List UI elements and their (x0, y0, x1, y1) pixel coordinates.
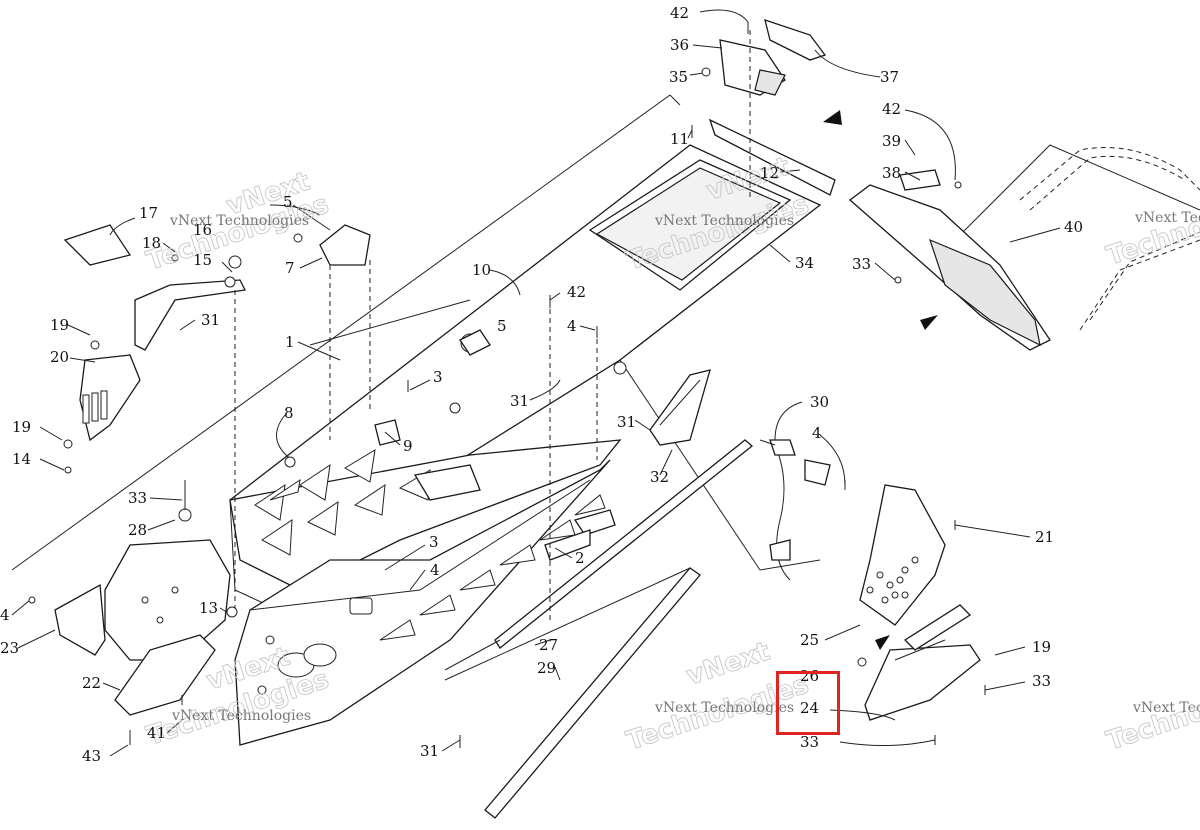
part-label-38: 38 (882, 164, 901, 182)
tether-cable-30 (769, 439, 831, 581)
part-label-15: 15 (193, 251, 212, 269)
tunnel (228, 144, 822, 621)
watermark-company: vNext Technologies (1134, 210, 1200, 226)
misc-small-parts (374, 329, 616, 561)
part-label-33: 33 (852, 255, 871, 273)
watermark-company: vNext Technologies (654, 213, 794, 229)
part-label-39: 39 (882, 132, 901, 150)
part-label-4: 4 (430, 561, 440, 579)
part-label-7: 7 (285, 259, 295, 277)
part-label-25: 25 (800, 631, 819, 649)
part-label-20: 20 (50, 348, 69, 366)
leader-lines (11, 9, 1061, 757)
part-label-14: 14 (12, 450, 31, 468)
part-label-1: 1 (285, 333, 295, 351)
part-label-33: 33 (800, 733, 819, 751)
rails (444, 439, 754, 819)
part-label-42: 42 (567, 283, 586, 301)
alignment-lines (184, 30, 776, 620)
part-label-35: 35 (669, 68, 688, 86)
part-label-13: 13 (199, 599, 218, 617)
part-number-labels: 42 36 35 37 42 11 39 12 38 40 34 33 10 4… (0, 4, 1083, 765)
part-label-34: 34 (795, 254, 814, 272)
part-label-32: 32 (650, 468, 669, 486)
watermark-technologies: Technologies (1103, 185, 1200, 272)
top-bracket (719, 19, 827, 96)
part-label-4: 4 (567, 317, 577, 335)
right-side-panel (859, 484, 981, 721)
part-label-19: 19 (12, 418, 31, 436)
part-label-2: 2 (575, 549, 585, 567)
part-label-31: 31 (201, 311, 220, 329)
part-label-16: 16 (193, 221, 212, 239)
watermark-technologies: Technologies (1103, 670, 1200, 757)
part-label-24-highlighted: 24 (800, 699, 819, 717)
part-label-33: 33 (1032, 672, 1051, 690)
highlight-box (776, 671, 840, 735)
rear-bumper-outline (959, 144, 1200, 331)
part-label-27: 27 (539, 636, 558, 654)
tunnel-side-frame (229, 439, 622, 591)
part-label-5: 5 (497, 317, 507, 335)
part-label-37: 37 (880, 68, 899, 86)
part-label-18: 18 (142, 234, 161, 252)
part-label-9: 9 (403, 437, 413, 455)
part-label-29: 29 (537, 659, 556, 677)
part-label-40: 40 (1064, 218, 1083, 236)
watermark-company: vNext Technologies (171, 708, 311, 724)
part-label-42: 42 (670, 4, 689, 22)
part-label-30: 30 (810, 393, 829, 411)
part-label-33: 33 (128, 489, 147, 507)
part-label-10: 10 (472, 261, 491, 279)
part-label-3: 3 (433, 368, 443, 386)
part-label-42: 42 (882, 100, 901, 118)
part-label-36: 36 (670, 36, 689, 54)
front-bulkhead (54, 508, 231, 716)
top-rail-12 (708, 118, 836, 196)
rear-flap-assembly (848, 169, 1051, 351)
left-running-board (234, 459, 611, 746)
part-label-19: 19 (1032, 638, 1051, 656)
bracket-32 (649, 369, 711, 446)
part-label-3: 3 (429, 533, 439, 551)
part-label-31: 31 (617, 413, 636, 431)
part-label-4: 4 (812, 424, 822, 442)
watermark-company: vNext Technologies (654, 700, 794, 716)
part-label-17: 17 (139, 204, 158, 222)
part-label-11: 11 (670, 130, 689, 148)
part-label-8: 8 (284, 404, 294, 422)
part-label-28: 28 (128, 521, 147, 539)
part-label-12: 12 (760, 164, 779, 182)
direction-arrows (823, 110, 938, 650)
part-label-23: 23 (0, 639, 19, 657)
watermark-company: vNext Technologies (1132, 700, 1200, 716)
watermark-company: vNext Technologies (169, 213, 309, 229)
part-label-19: 19 (50, 316, 69, 334)
part-label-5: 5 (283, 193, 293, 211)
part-label-4: 4 (0, 606, 10, 624)
part-label-31: 31 (510, 392, 529, 410)
part-label-21: 21 (1035, 528, 1054, 546)
part-label-31: 31 (420, 742, 439, 760)
fasteners (28, 22, 986, 748)
part-label-41: 41 (147, 724, 166, 742)
left-bumper-group (63, 224, 371, 442)
part-label-22: 22 (82, 674, 101, 692)
part-label-43: 43 (82, 747, 101, 765)
